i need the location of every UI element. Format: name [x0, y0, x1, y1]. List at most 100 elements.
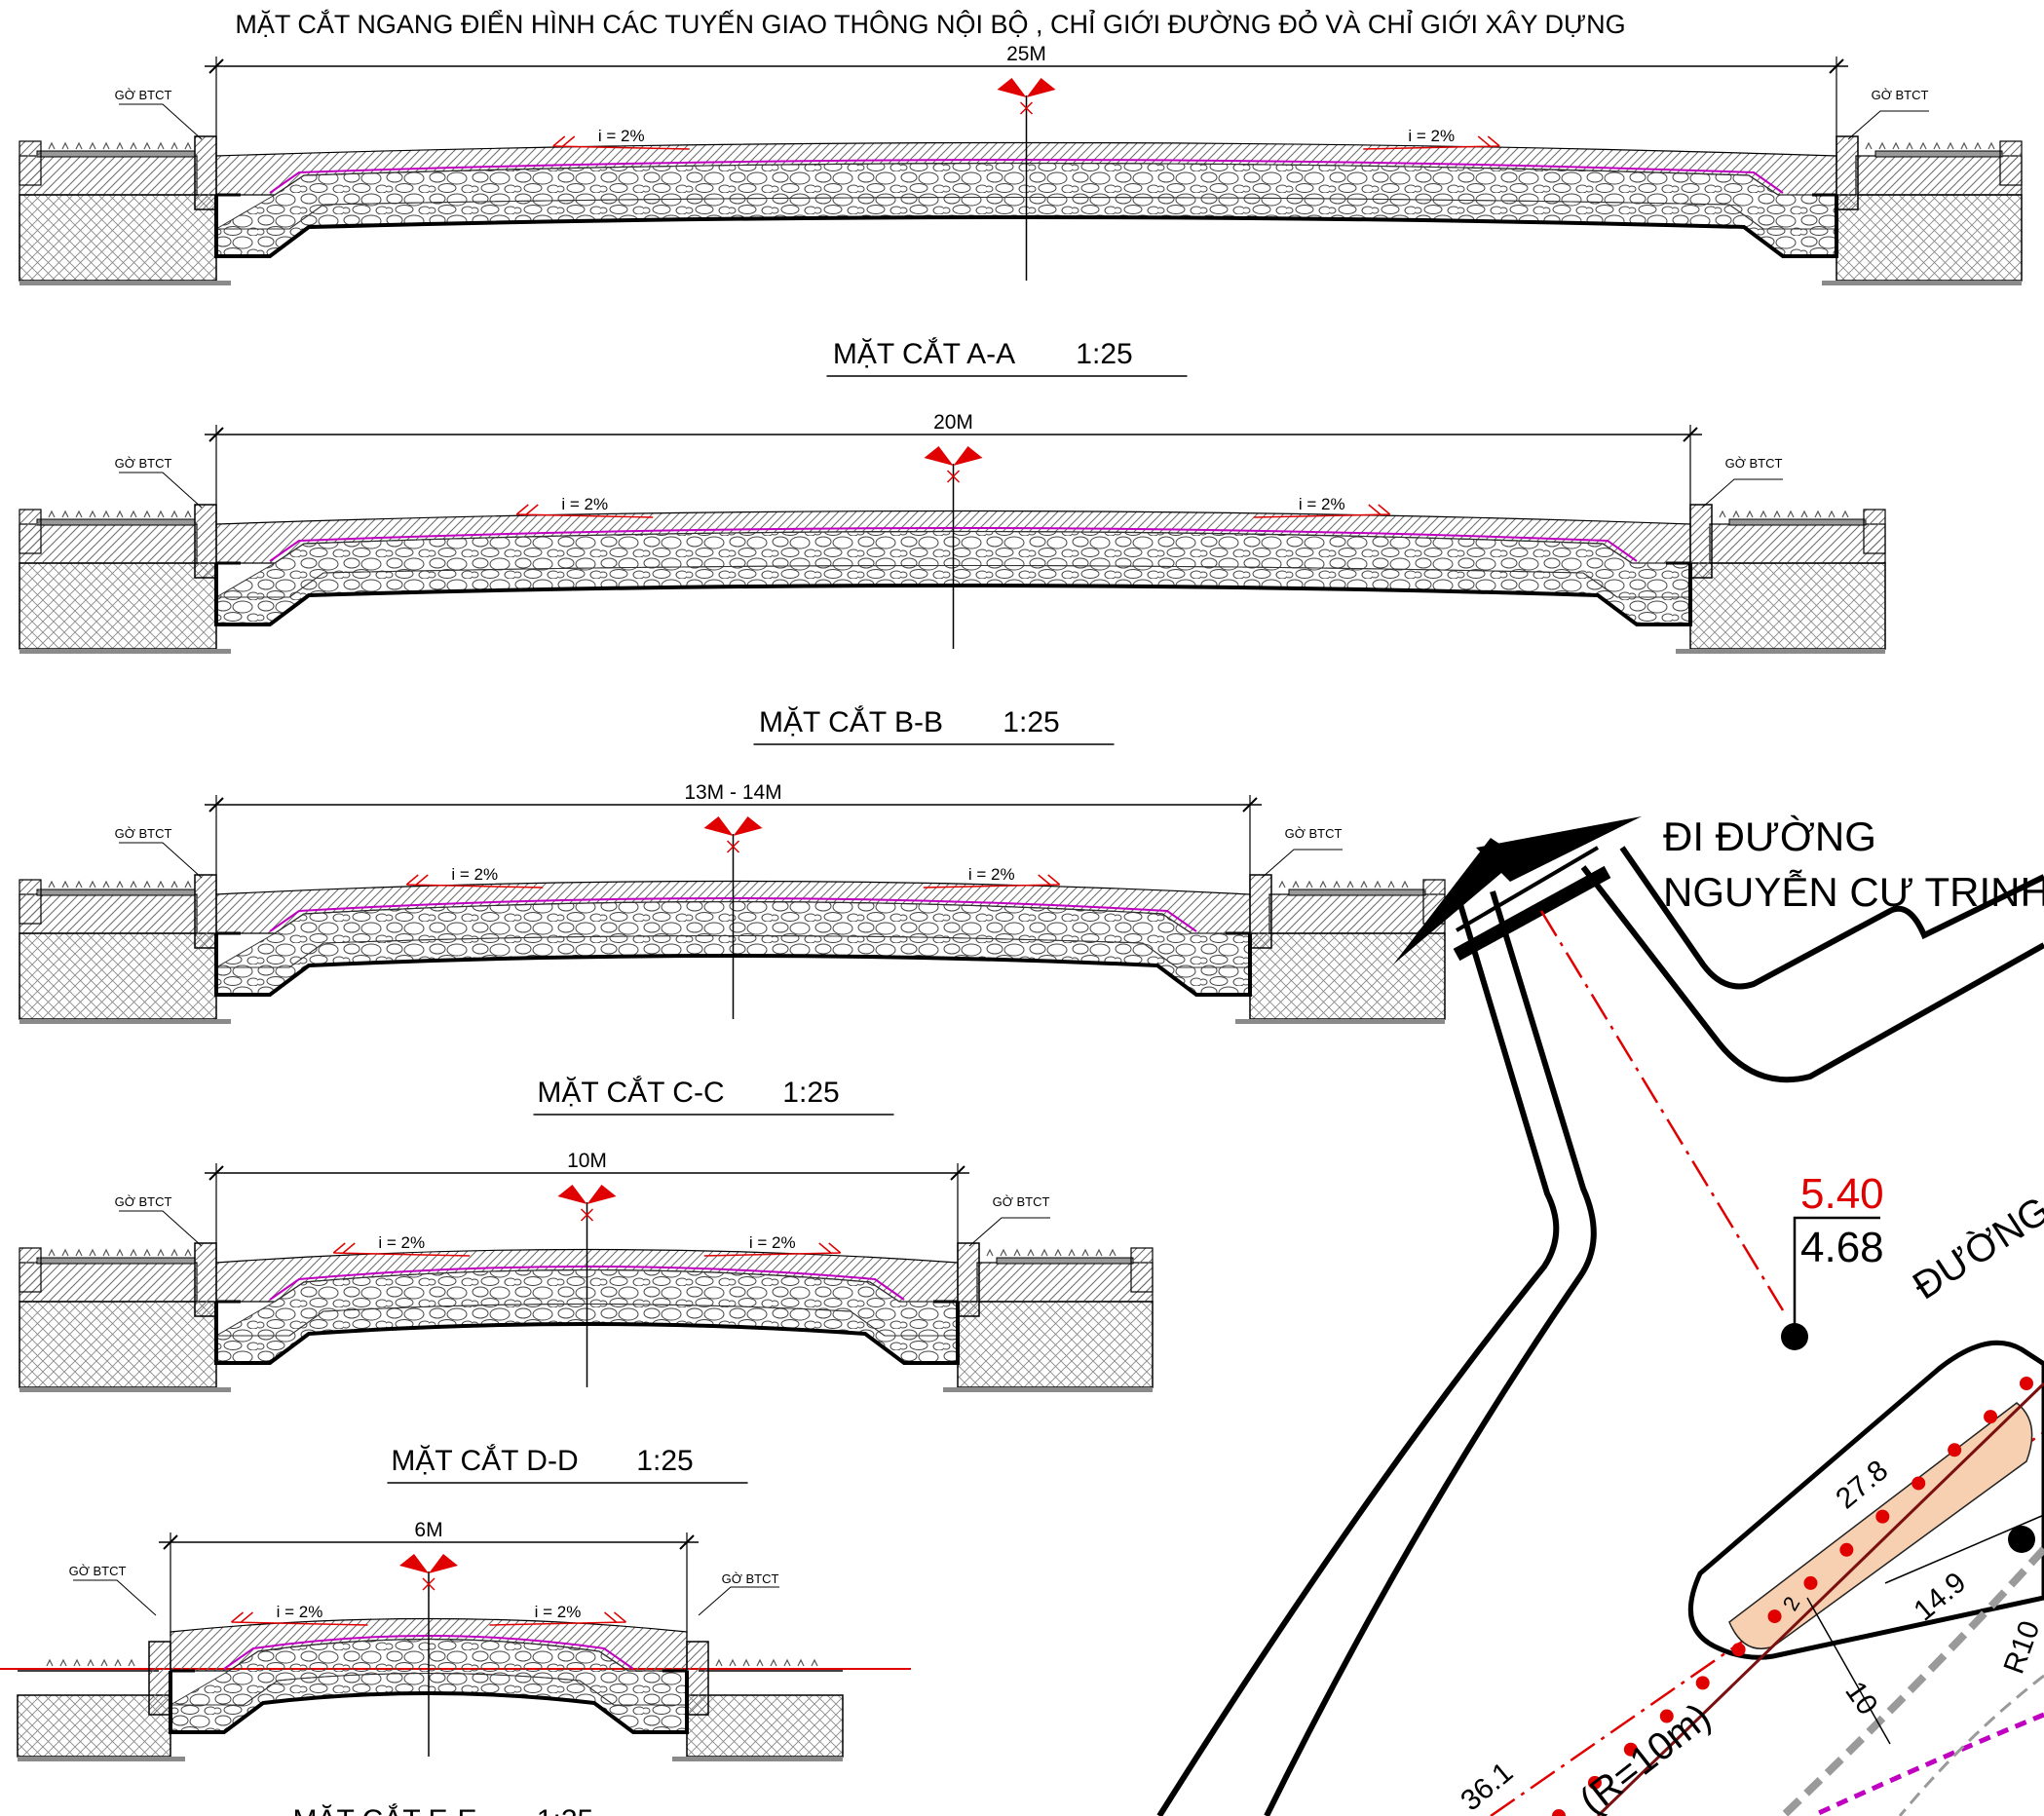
paving-right	[1728, 518, 1867, 526]
base-right	[672, 1757, 843, 1761]
curb-right	[1836, 135, 1859, 210]
curb-leader-left	[119, 1210, 203, 1247]
paving-left	[36, 150, 196, 158]
edge-post-left	[19, 1247, 42, 1293]
curb-label-right: GỜ BTCT	[1872, 88, 1929, 102]
slope-left: i = 2%	[598, 127, 645, 145]
magenta-dashed-line	[1810, 1712, 2044, 1816]
paving-left	[36, 889, 196, 896]
red-dot	[1552, 1809, 1566, 1816]
curb-leader-left	[73, 1579, 157, 1616]
red-centerline	[1539, 910, 1785, 1311]
base-left	[19, 1387, 231, 1392]
slope-arrow-right	[923, 874, 1061, 889]
direction-line1: ĐI ĐƯỜNG	[1663, 813, 1876, 859]
base-left	[19, 1019, 231, 1024]
elevation-leader	[1793, 1216, 1880, 1337]
curb-label-right: GỜ BTCT	[993, 1194, 1050, 1209]
road-edge-right	[1580, 865, 2044, 1083]
sidewalk-left	[19, 523, 198, 564]
crown-marker-icon	[703, 816, 763, 836]
curb-label-right: GỜ BTCT	[1725, 456, 1783, 471]
slope-left: i = 2%	[378, 1233, 425, 1252]
slope-arrow-left	[332, 1242, 471, 1257]
grass-tufts	[46, 1658, 818, 1667]
red-dot	[1948, 1443, 1962, 1457]
red-dot	[1695, 1676, 1710, 1690]
curb-right	[1689, 504, 1713, 579]
grass-tufts	[48, 880, 1409, 889]
elevation-marker-2	[2008, 1526, 2035, 1553]
section-width: 20M	[933, 411, 973, 434]
edge-post-left	[19, 879, 42, 925]
slope-right: i = 2%	[535, 1603, 582, 1621]
section-scale: 1:25	[636, 1445, 693, 1477]
section-c	[19, 795, 1446, 1116]
ground-right	[1249, 932, 1446, 1020]
ground-right	[1836, 194, 2023, 282]
edge-post-right	[1130, 1247, 1154, 1293]
section-width: 13M - 14M	[684, 781, 781, 804]
paving-right	[1874, 150, 2003, 158]
slope-right: i = 2%	[749, 1233, 796, 1252]
curb-label-left: GỜ BTCT	[115, 456, 172, 471]
slope-arrow-left	[515, 504, 654, 518]
dim-tick	[208, 58, 1844, 74]
base-right	[943, 1387, 1153, 1392]
dim-line-10	[1806, 1597, 1891, 1745]
street-label: ĐƯỜNG N	[1905, 1166, 2044, 1307]
red-dot	[1912, 1476, 1926, 1491]
red-dot	[1587, 1775, 1602, 1790]
base-left	[19, 281, 231, 285]
section-scale: 1:25	[1003, 706, 1059, 738]
ground-right	[957, 1301, 1154, 1388]
crown-cross	[946, 470, 961, 483]
red-dot	[1767, 1609, 1782, 1624]
section-name: MẶT CẮT C-C	[537, 1076, 724, 1109]
entry-bar-2	[1455, 846, 1600, 932]
road-edge-right-outer	[1619, 846, 2044, 990]
section-width: 10M	[567, 1150, 607, 1172]
crown-marker-icon	[557, 1185, 617, 1204]
section-name: MẶT CẮT D-D	[391, 1444, 578, 1477]
section-a	[19, 57, 2023, 377]
curb-label-right: GỜ BTCT	[1285, 826, 1343, 841]
curb-right	[1249, 874, 1272, 949]
curb-left	[148, 1641, 171, 1716]
elevation-red: 5.40	[1800, 1170, 1884, 1218]
sidewalk-left	[19, 1262, 198, 1303]
crown-cross	[422, 1577, 435, 1591]
dim-10: 10	[1838, 1676, 1883, 1721]
curb-left	[194, 1242, 217, 1317]
section-name: MẶT CẮT E-E	[293, 1803, 477, 1816]
crown-cross	[726, 840, 740, 853]
sidewalk-left	[19, 155, 198, 196]
crown-marker-icon	[924, 446, 983, 466]
section-name: MẶT CẮT A-A	[833, 337, 1015, 370]
ground-left	[19, 932, 217, 1020]
ground-left	[19, 194, 217, 282]
curb-leader-right	[1847, 110, 1929, 140]
section-name: MẶT CẮT B-B	[759, 705, 943, 738]
road-edge-left	[1156, 890, 1560, 1816]
curb-leader-left	[119, 103, 203, 140]
dim-361: 36.1	[1455, 1757, 1519, 1816]
edge-post-left	[19, 140, 42, 186]
crown-marker-icon	[997, 78, 1056, 97]
dim-tick	[163, 1534, 695, 1550]
base-right	[1822, 281, 2022, 285]
dim-tick	[208, 797, 1258, 813]
sidewalk-right	[1268, 893, 1446, 934]
section-d	[19, 1163, 1154, 1484]
dim-tick	[208, 427, 1698, 442]
base-right	[1235, 1019, 1445, 1024]
section-scale: 1:25	[537, 1804, 593, 1816]
red-dot	[1659, 1709, 1674, 1723]
curb-right	[957, 1242, 980, 1317]
red-dot	[1803, 1575, 1818, 1590]
crown-marker-icon	[399, 1554, 458, 1573]
curb-label-left: GỜ BTCT	[69, 1564, 127, 1578]
slope-right: i = 2%	[1408, 127, 1455, 145]
slope-left: i = 2%	[451, 865, 498, 884]
